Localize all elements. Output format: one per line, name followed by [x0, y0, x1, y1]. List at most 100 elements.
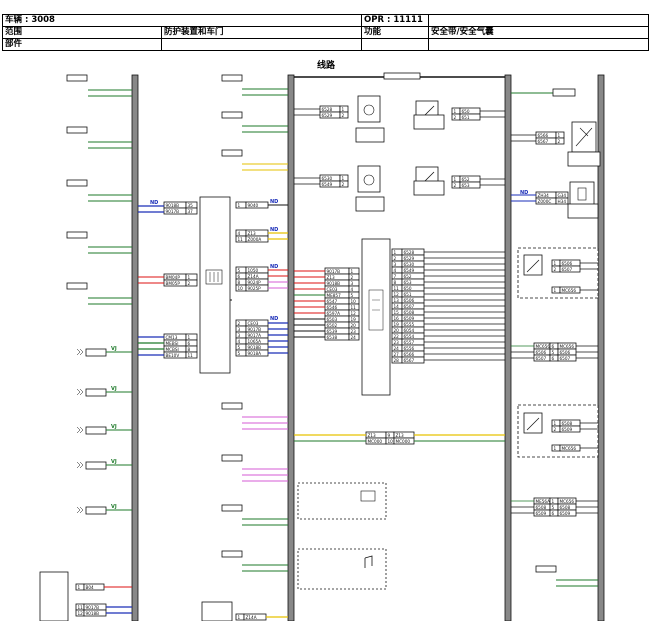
mid-conn-text: 6538 — [327, 335, 338, 340]
ground-bus-mid-left — [287, 74, 295, 621]
mid-conn-text: 6597A — [327, 311, 341, 316]
ic76-conn-text: 5 — [552, 350, 555, 355]
bsi-c3-text: 1 — [188, 335, 191, 340]
em-tag — [66, 282, 88, 290]
bsi-c5-text: 1050 — [248, 268, 259, 273]
ground-bus-left — [131, 74, 139, 621]
mid-conn-text: 23 — [351, 329, 357, 334]
u6562-conn1-text: 6508 — [562, 421, 573, 426]
u6568-conn-text: 6566 — [538, 133, 549, 138]
u6570-conn-text: 22 — [394, 334, 400, 339]
bottom-mid-module — [201, 601, 233, 621]
u6575-conn-text: 651 — [462, 115, 470, 120]
bl-conn2-text: 12 — [78, 611, 84, 616]
bsi-c1-cell — [185, 207, 198, 215]
ic91a-conn-text: 9 — [388, 433, 391, 438]
u6570-conn-text: 14 — [394, 304, 400, 309]
bottom-left-module — [39, 571, 69, 621]
u6570-conn-text: 6530 — [404, 262, 415, 267]
airbag-icon — [363, 104, 375, 116]
em-tag — [221, 504, 243, 512]
wire-label: VJ — [111, 504, 117, 510]
u6576-conn-text: 653 — [462, 183, 470, 188]
ic77-conn-text: ME56A — [536, 499, 551, 504]
u6570-conn-text: 11 — [394, 286, 400, 291]
mid-conn-text: 11 — [351, 305, 357, 310]
bsi-c1-text: 35 — [188, 203, 194, 208]
device-6562 — [523, 412, 543, 434]
wire-label: VJ — [111, 386, 117, 392]
ic76-conn-text: 6506 — [560, 350, 571, 355]
mid-conn-text: 10 — [351, 299, 357, 304]
seatbelt-icon — [575, 127, 593, 147]
mid-conn-text: Z13 — [327, 275, 336, 280]
u6570-conn-text: 2 — [394, 256, 397, 261]
ic76-conn-text: 6507 — [536, 356, 547, 361]
u6562-conn1-text: 2 — [554, 427, 557, 432]
bsi-c1-text: 37 — [188, 209, 194, 214]
airbag-module-icon — [368, 289, 384, 331]
fuse-icon — [577, 187, 587, 201]
namebox-6551 — [355, 127, 385, 143]
em-tag — [66, 179, 88, 187]
u6575-conn-text: 2 — [454, 115, 457, 120]
bl-conn1-text: B04 — [86, 585, 95, 590]
bsi-c3-cell — [185, 351, 198, 359]
bsi-c6-text: 9018A — [248, 351, 262, 356]
ground-bus-mid-right — [504, 74, 512, 621]
airbag-icon — [363, 174, 375, 186]
u6552-conn-text: 6549 — [322, 182, 333, 187]
namebox-6552 — [355, 196, 385, 212]
bsi-c4-text: Z000A — [248, 237, 262, 242]
u6570-conn-text: 6529 — [404, 256, 415, 261]
u6551-conn-cell — [339, 111, 349, 119]
bsi-c1b-text: 9040 — [248, 203, 259, 208]
wire-label: ND — [150, 200, 158, 206]
u6570-conn-text: 651 — [404, 292, 412, 297]
bl-conn2-text: 9017B — [86, 605, 100, 610]
namebox-6568 — [567, 151, 601, 167]
bsi-c5-text: 10 — [238, 286, 244, 291]
splice-box — [85, 348, 107, 357]
bm-conn-text: Z14A — [246, 615, 257, 620]
ic76-conn-text: 6 — [552, 344, 555, 349]
ic77-conn-text: 1 — [552, 499, 555, 504]
bsi-c6-text: 9018B — [248, 345, 262, 350]
u6563-conn1-text: 1 — [554, 261, 557, 266]
bf00-conn-text: ZH34 — [538, 193, 550, 198]
mid-conn-text: 3 — [351, 281, 354, 286]
bsi-c2-cell — [185, 279, 198, 287]
mid-conn-text: 6539 — [327, 329, 338, 334]
mid-conn-text: CE03 — [327, 287, 338, 292]
u6570-conn-text: 15 — [394, 310, 400, 315]
mid-conn-text: 6547 — [327, 299, 338, 304]
ic91a-conn-text: Z13 — [368, 433, 377, 438]
ic77-conn-text: 6509 — [536, 511, 547, 516]
em-tag — [535, 565, 557, 573]
ic76-conn-text: 6 — [552, 356, 555, 361]
ic76-conn-text: MC656 — [536, 344, 551, 349]
ic76-conn-text: 6506 — [536, 350, 547, 355]
bf00-conn-cell — [555, 197, 569, 205]
bf00-conn-text: G34 — [558, 193, 567, 198]
bsi-c5-text: 8 — [238, 280, 241, 285]
music-icon — [364, 555, 373, 568]
splice-box — [85, 506, 107, 515]
bsi-c4-text: 4 — [238, 231, 241, 236]
bsi-c1-text: 9018B — [166, 203, 180, 208]
mid-conn-text: 4 — [351, 287, 354, 292]
splice-box — [552, 88, 576, 97]
device-bf00 — [569, 181, 595, 207]
splice-chevron-icon — [76, 506, 84, 514]
module-6570 — [361, 238, 391, 396]
u6570-conn-text: 7 — [394, 274, 397, 279]
bsi-c5-text: 5 — [238, 268, 241, 273]
u6570-conn-text: 19 — [394, 322, 400, 327]
bsi-c6-text: 3 — [238, 327, 241, 332]
namebox-6576 — [413, 180, 445, 196]
em-tag — [221, 402, 243, 410]
u6570-conn-text: 6555 — [404, 322, 415, 327]
em-tag — [221, 454, 243, 462]
bsi-c6-text: 9017A — [248, 333, 262, 338]
part-label: 部件 — [2, 38, 162, 51]
